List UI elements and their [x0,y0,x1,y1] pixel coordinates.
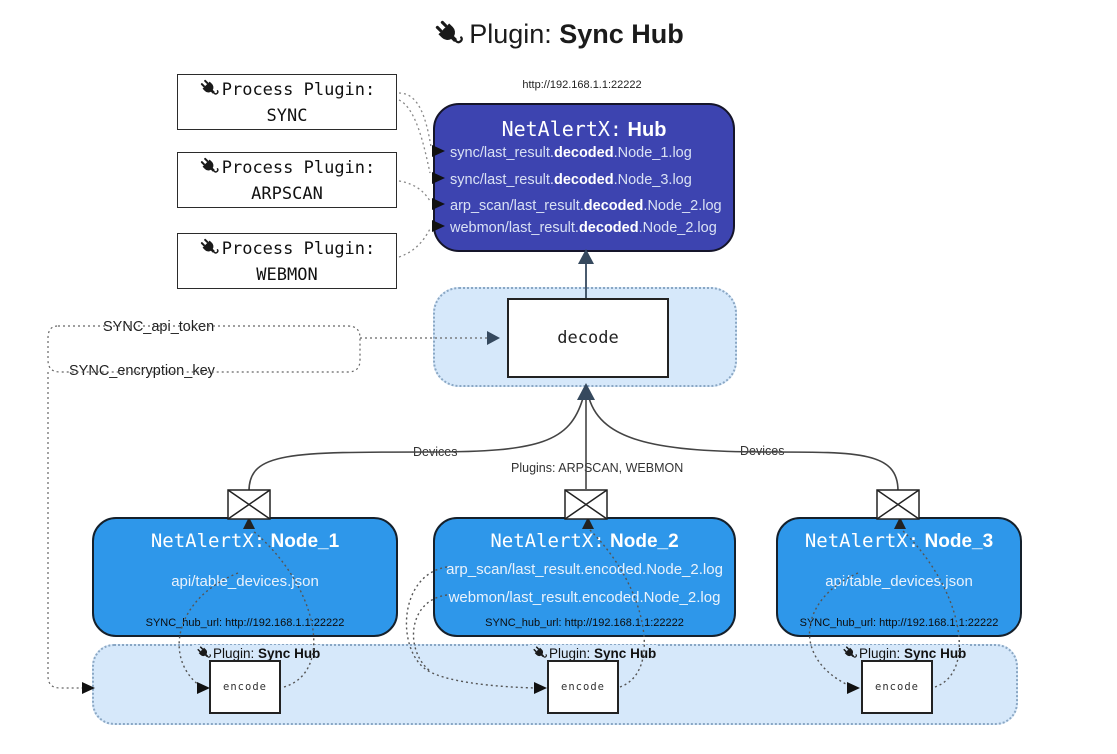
edge-label-plugins: Plugins: ARPSCAN, WEBMON [508,461,687,475]
process-plugin-name: SYNC [266,106,308,126]
plug-icon [198,155,220,177]
node-hub-url: SYNC_hub_url: http://192.168.1.1:22222 [799,617,999,629]
node-box-node3: NetAlertX: Node_3 api/table_devices.json… [776,517,1022,637]
plug-icon [195,644,212,661]
process-plugin-box-arpscan: Process Plugin: ARPSCAN [177,152,397,208]
process-plugin-box-webmon: Process Plugin: WEBMON [177,233,397,289]
process-plugin-label: Process Plugin: [221,80,376,100]
envelope-icon [564,489,608,520]
title-name: Sync Hub [559,19,684,49]
hub-log-line: webmon/last_result.decoded.Node_2.log [450,220,717,236]
page-title: Plugin: Sync Hub [0,17,1117,50]
process-plugin-name: ARPSCAN [251,184,323,204]
hub-title-name: Hub [627,119,667,141]
plugin-sync-hub-label: Plugin: Sync Hub [530,644,659,661]
hub-url-label: http://192.168.1.1:22222 [522,79,642,91]
envelope-icon [227,489,271,520]
process-plugin-label: Process Plugin: [221,239,376,259]
encode-box: encode [209,660,281,714]
edge-label-devices-left: Devices [410,445,461,459]
node-title: NetAlertX: Node_2 [490,530,679,552]
node-file: api/table_devices.json [825,573,973,590]
node-box-node2: NetAlertX: Node_2 arp_scan/last_result.e… [433,517,736,637]
hub-log-line: arp_scan/last_result.decoded.Node_2.log [450,198,722,214]
encode-box: encode [547,660,619,714]
node-file: webmon/last_result.encoded.Node_2.log [448,589,721,606]
process-to-hub-connectors [398,92,432,258]
process-plugin-box-sync: Process Plugin: SYNC [177,74,397,130]
hub-title: NetAlertX: Hub [435,117,733,142]
sync-api-token-label: SYNC_api_token [100,319,218,335]
node-title: NetAlertX: Node_1 [150,530,340,552]
hub-title-prefix: NetAlertX: [501,117,622,141]
plug-icon [531,644,548,661]
title-prefix: Plugin: [469,19,552,49]
process-plugin-label: Process Plugin: [221,158,376,178]
node-file: api/table_devices.json [171,573,319,590]
plugin-sync-hub-label: Plugin: Sync Hub [194,644,323,661]
sync-encryption-key-label: SYNC_encryption_key [66,363,218,379]
plug-icon [841,644,858,661]
process-plugin-name: WEBMON [256,265,318,285]
plugin-sync-hub-label: Plugin: Sync Hub [840,644,969,661]
node-title: NetAlertX: Node_3 [804,530,994,552]
decode-box: decode [507,298,669,378]
envelope-icon [876,489,920,520]
plug-icon [432,17,466,50]
node-hub-url: SYNC_hub_url: http://192.168.1.1:22222 [145,617,345,629]
plug-icon [198,77,220,99]
node-box-node1: NetAlertX: Node_1 api/table_devices.json… [92,517,398,637]
node-hub-url: SYNC_hub_url: http://192.168.1.1:22222 [485,617,684,629]
hub-box: NetAlertX: Hub sync/last_result.decoded.… [433,103,735,252]
encode-box: encode [861,660,933,714]
node-file: arp_scan/last_result.encoded.Node_2.log [446,561,723,578]
edge-label-devices-right: Devices [737,444,788,458]
plug-icon [198,236,220,258]
hub-log-line: sync/last_result.decoded.Node_3.log [450,172,692,188]
node-to-decode-curves [248,397,899,492]
hub-log-line: sync/last_result.decoded.Node_1.log [450,145,692,161]
envelope-icons [227,489,920,520]
